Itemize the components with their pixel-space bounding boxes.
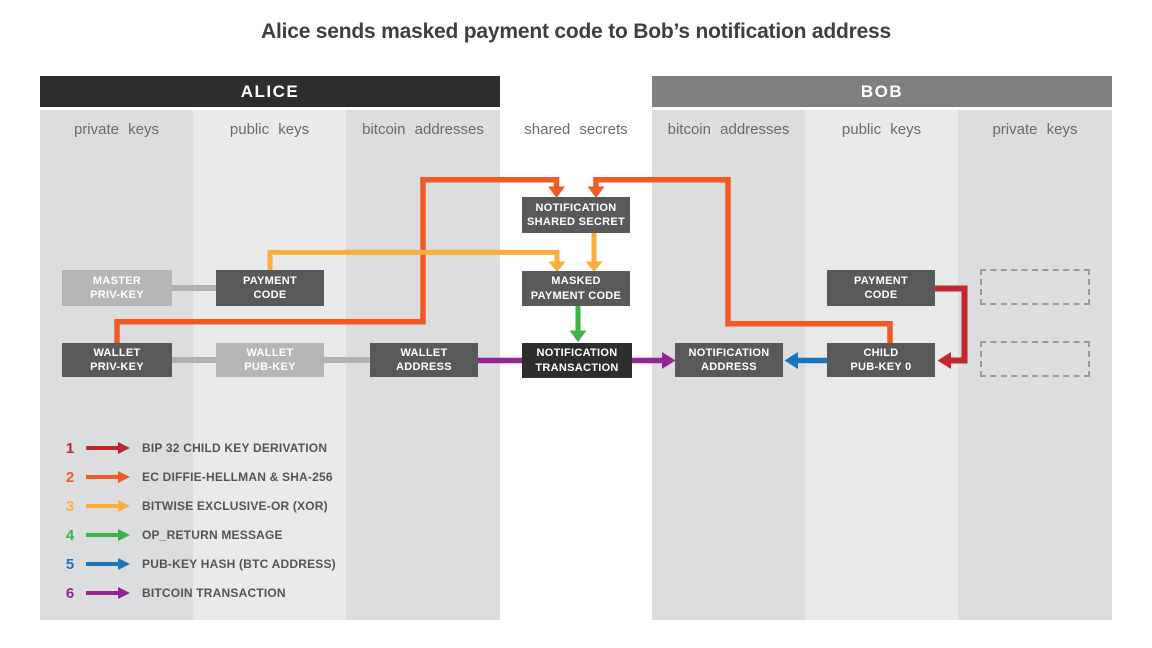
legend-number-4: 4 [65,526,75,544]
box-wallet-priv-key-line2: PRIV-KEY [90,361,144,373]
box-wallet-pub-key-line1: WALLET [246,346,294,359]
box-notification-transaction: NOTIFICATION TRANSACTION [522,343,632,378]
box-notification-transaction-line1: NOTIFICATION [536,347,618,360]
bob-bitcoin-addresses-label: bitcoin addresses [667,120,790,138]
legend-arrow-red [86,442,130,454]
box-wallet-pub-key: WALLET PUB-KEY [216,343,324,377]
alice-public-keys-label: public keys [229,120,310,138]
legend-label-1: BIP 32 CHILD KEY DERIVATION [142,441,328,455]
box-child-pub-key-0-line2: PUB-KEY 0 [850,361,912,373]
page-title: Alice sends masked payment code to Bob’s… [260,20,892,43]
legend-number-6: 6 [65,584,75,602]
box-master-priv-key-line2: PRIV-KEY [90,289,144,301]
box-masked-payment-code-line2: PAYMENT CODE [530,289,622,302]
legend-row-1: 1 BIP 32 CHILD KEY DERIVATION [62,438,336,458]
connector-walletpub-to-walletaddress [324,357,370,363]
legend-label-6: BITCOIN TRANSACTION [142,586,286,600]
legend-arrow-purple [86,587,130,599]
box-wallet-address-line1: WALLET [400,346,448,359]
legend-row-3: 3 BITWISE EXCLUSIVE-OR (XOR) [62,496,336,516]
box-master-priv-key-line1: MASTER [92,274,142,287]
box-child-pub-key-0: CHILD PUB-KEY 0 [827,343,935,377]
box-wallet-address: WALLET ADDRESS [370,343,478,377]
box-payment-code-alice: PAYMENT CODE [216,270,324,306]
bob-header-bar: BOB [652,76,1112,107]
legend-number-2: 2 [65,468,75,486]
box-notification-address: NOTIFICATION ADDRESS [675,343,783,377]
legend-row-2: 2 EC DIFFIE-HELLMAN & SHA-256 [62,467,336,487]
alice-header-label: ALICE [240,81,300,101]
box-payment-code-alice-line1: PAYMENT [242,274,298,287]
box-payment-code-bob: PAYMENT CODE [827,270,935,306]
legend-arrow-blue [86,558,130,570]
box-master-priv-key: MASTER PRIV-KEY [62,270,172,306]
box-notification-address-line1: NOTIFICATION [688,346,770,359]
box-notification-address-line2: ADDRESS [701,361,757,373]
alice-header-bar: ALICE [40,76,500,107]
box-notification-shared-secret: NOTIFICATION SHARED SECRET [522,197,630,233]
legend-arrow-yellow [86,500,130,512]
connector-master-to-paymentcode [172,285,216,291]
box-wallet-pub-key-line2: PUB-KEY [244,361,296,373]
box-wallet-priv-key-line1: WALLET [93,346,141,359]
box-masked-payment-code-line1: MASKED [551,275,601,288]
connector-walletpriv-to-walletpub [172,357,216,363]
legend-row-4: 4 OP_RETURN MESSAGE [62,525,336,545]
bob-placeholder-box-top [980,269,1090,305]
shared-secrets-label: shared secrets [524,120,628,138]
legend-label-2: EC DIFFIE-HELLMAN & SHA-256 [142,470,333,484]
box-child-pub-key-0-line1: CHILD [863,346,899,359]
legend-label-3: BITWISE EXCLUSIVE-OR (XOR) [142,499,328,513]
legend-label-5: PUB-KEY HASH (BTC ADDRESS) [142,557,336,571]
legend-row-6: 6 BITCOIN TRANSACTION [62,583,336,603]
bob-public-keys-label: public keys [841,120,922,138]
bob-private-keys-column [958,110,1112,620]
alice-private-keys-label: private keys [73,120,160,138]
legend-row-5: 5 PUB-KEY HASH (BTC ADDRESS) [62,554,336,574]
box-notification-shared-secret-line1: NOTIFICATION [535,201,617,214]
alice-bitcoin-addresses-label: bitcoin addresses [362,120,484,138]
legend-number-1: 1 [65,439,75,457]
legend-label-4: OP_RETURN MESSAGE [142,528,283,542]
box-payment-code-bob-line1: PAYMENT [853,274,909,287]
box-payment-code-alice-line2: CODE [253,289,287,301]
legend: 1 BIP 32 CHILD KEY DERIVATION 2 EC DIFFI… [62,438,336,603]
legend-arrow-orange [86,471,130,483]
arrowhead-opreturn [569,330,587,342]
legend-number-5: 5 [65,555,75,573]
box-notification-transaction-line2: TRANSACTION [535,361,619,374]
bob-private-keys-label: private keys [992,120,1078,138]
box-notification-shared-secret-line2: SHARED SECRET [526,216,626,228]
box-masked-payment-code: MASKED PAYMENT CODE [522,271,630,306]
bob-header-label: BOB [860,81,904,101]
legend-number-3: 3 [65,497,75,515]
bob-placeholder-box-bottom [980,341,1090,377]
box-wallet-priv-key: WALLET PRIV-KEY [62,343,172,377]
box-payment-code-bob-line2: CODE [864,289,898,301]
box-wallet-address-line2: ADDRESS [396,361,452,373]
legend-arrow-green [86,529,130,541]
